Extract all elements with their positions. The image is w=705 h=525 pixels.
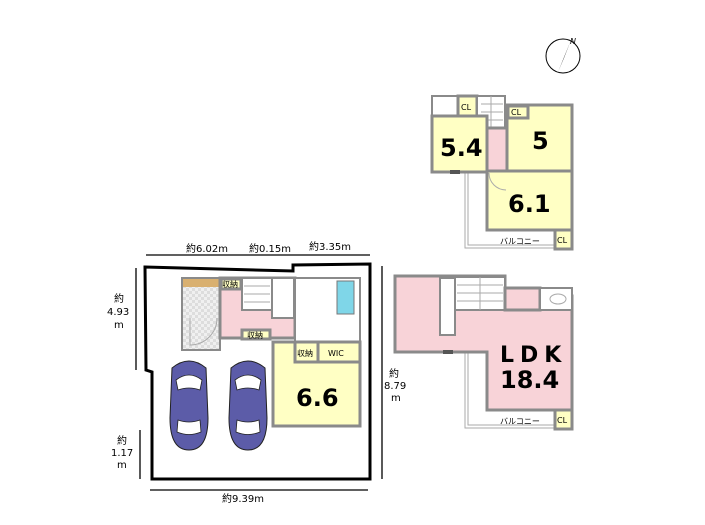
dimension-label: 約	[389, 367, 399, 380]
closet-label: CL	[511, 108, 522, 117]
wic-label: WIC	[328, 349, 344, 358]
dimensions: 約6.02m 約0.15m 約3.35m 約 4.93 m 約 1.17 m 約…	[107, 240, 406, 505]
dimension-label: 約	[117, 434, 127, 447]
dimension-label: m	[391, 393, 401, 404]
floor-2: CL LDK 18.4 バルコニー	[393, 274, 574, 431]
closet-label: CL	[461, 103, 472, 112]
balcony-label: バルコニー	[500, 237, 540, 246]
toilet-2f	[539, 287, 573, 311]
car-icon	[228, 360, 268, 451]
floor-1: 収納 収納 収納 WIC 6.6	[143, 262, 372, 481]
room-size-label: 5	[532, 127, 549, 155]
dimension-label: m	[117, 460, 127, 471]
dimension-label: m	[114, 320, 124, 331]
dimension-label: 約0.15m	[249, 242, 291, 255]
room-size-label: 18.4	[500, 366, 559, 394]
closet-label: CL	[557, 236, 568, 245]
dimension-label: 8.79	[384, 381, 406, 392]
dimension-label: 1.17	[111, 448, 133, 459]
room-6-1	[485, 169, 574, 232]
toilet-1f	[271, 277, 295, 319]
room-size-label: 5.4	[440, 134, 483, 162]
dimension-label: 4.93	[107, 307, 129, 318]
room-name-label: LDK	[500, 343, 567, 368]
dimension-label: 約	[114, 292, 124, 305]
compass-label: N	[570, 37, 576, 46]
site-boundary	[143, 262, 372, 481]
entrance	[181, 277, 221, 351]
dimension-label: 約6.02m	[186, 242, 228, 255]
car-icon	[169, 360, 209, 451]
balcony-label: バルコニー	[500, 417, 540, 426]
north-compass-icon: N	[545, 37, 581, 74]
dimension-label: 約9.39m	[222, 492, 264, 505]
storage-label: 収納	[222, 279, 238, 289]
storage-label: 収納	[297, 348, 313, 358]
kitchen	[439, 277, 456, 336]
dimension-label: 約3.35m	[309, 240, 351, 253]
closet-label: CL	[557, 416, 568, 425]
room-size-label: 6.1	[508, 190, 551, 218]
floor-3: CL CL CL 5.4 5 6.1 バルコニー	[430, 94, 574, 251]
storage-label: 収納	[247, 330, 263, 340]
room-size-label: 6.6	[296, 384, 339, 412]
